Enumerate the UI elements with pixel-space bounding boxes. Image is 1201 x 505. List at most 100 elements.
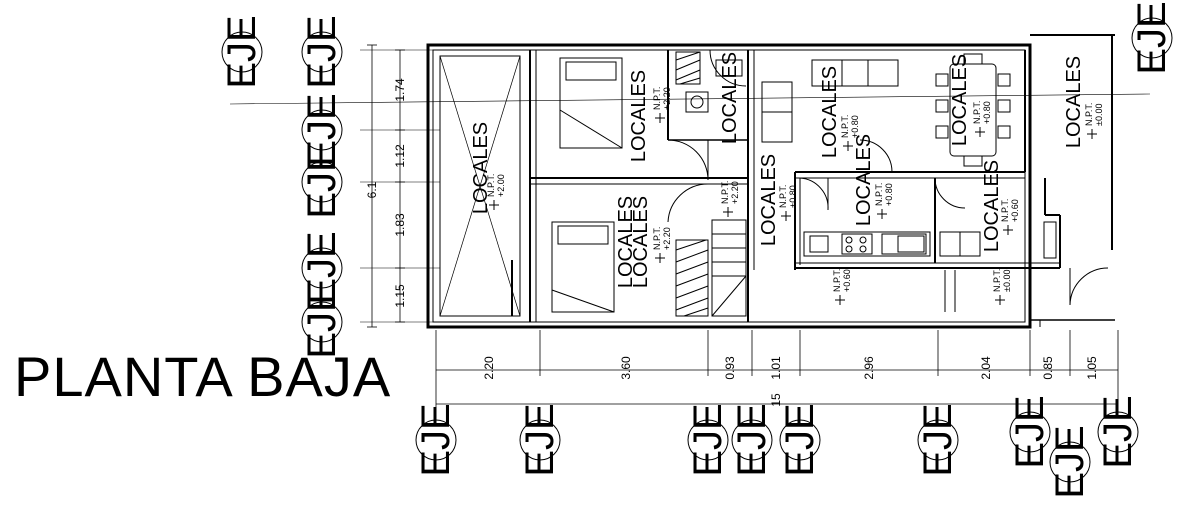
- outer-walls: [426, 34, 1115, 329]
- axis-marker-text: EJE: [1048, 425, 1092, 498]
- axis-marker-bottom-9: EJE: [1096, 395, 1140, 468]
- axis-marker-left-d: EJE: [300, 145, 344, 218]
- axis-marker-text: EJE: [686, 403, 730, 476]
- dining-table: [935, 53, 1011, 167]
- vdim-total: 6.1: [365, 181, 379, 198]
- room-label-upper-bedroom: LOCALES: [628, 70, 650, 162]
- npt-code: N.P.T.: [992, 269, 1002, 292]
- axis-marker-left-b: EJE: [300, 15, 344, 88]
- axis-marker-left-a: EJE: [220, 15, 264, 88]
- room-label-lower-bedroom-2: LOCALES: [630, 196, 652, 288]
- hdim-5: 2.96: [862, 356, 876, 380]
- npt-value: +0.80: [788, 185, 798, 208]
- axis-marker-text: EJE: [1008, 395, 1052, 468]
- level-marker-stair: N.P.T. +2.20: [720, 181, 740, 217]
- room-label-terrace: LOCALES: [470, 122, 492, 214]
- level-marker-corridor: N.P.T. +0.60: [832, 269, 852, 305]
- axis-marker-text: EJE: [1096, 395, 1140, 468]
- axis-marker-bottom-1: EJE: [414, 403, 458, 476]
- axis-marker-text: EJE: [300, 15, 344, 88]
- npt-value: +0.80: [884, 183, 894, 206]
- axis-marker-text: EJE: [1130, 1, 1174, 74]
- npt-value: ±0.00: [1002, 270, 1012, 292]
- npt-value: +0.60: [842, 269, 852, 292]
- hdim-total: 15: [769, 393, 783, 407]
- level-marker-upper-bedroom: N.P.T. +2.20: [652, 87, 672, 123]
- hdim-3: 0.93: [723, 356, 737, 380]
- axis-marker-text: EJE: [414, 403, 458, 476]
- bathroom-fixtures: [685, 59, 743, 113]
- room-label-hall: LOCALES: [758, 154, 780, 246]
- bedroom-furniture: [551, 57, 623, 313]
- level-marker-laundry: N.P.T. +0.60: [1000, 199, 1020, 235]
- vdim-2: 1.12: [393, 144, 407, 168]
- npt-code: N.P.T.: [874, 183, 884, 206]
- level-marker-lower-bedroom: N.P.T. +2.20: [652, 227, 672, 263]
- room-label-kitchen: LOCALES: [853, 134, 875, 226]
- vdim-4: 1.15: [393, 284, 407, 308]
- level-markers: N.P.T. +2.00 N.P.T. +2.20 N.P.T. +2.20 N…: [486, 87, 1104, 305]
- interior-walls: [529, 50, 1061, 322]
- axis-markers: EJE EJE EJE EJE EJE EJE EJE EJE: [220, 1, 1174, 498]
- npt-value: +2.20: [662, 87, 672, 110]
- npt-code: N.P.T.: [1000, 199, 1010, 222]
- axis-marker-left-e: EJE: [300, 231, 344, 304]
- door-swings: [667, 49, 1109, 312]
- axis-marker-text: EJE: [730, 403, 774, 476]
- room-label-lower-bedroom-1: LOCALES: [615, 196, 637, 288]
- level-marker-garage: N.P.T. ±0.00: [1084, 103, 1104, 139]
- hdim-2: 3.60: [619, 356, 633, 380]
- hdim-8: 1.05: [1085, 356, 1099, 380]
- room-label-bath: LOCALES: [719, 52, 741, 144]
- npt-code: N.P.T.: [972, 101, 982, 124]
- level-marker-hall: N.P.T. +0.80: [778, 185, 798, 221]
- level-marker-entrance: N.P.T. ±0.00: [992, 269, 1012, 305]
- horizontal-dimension-labels: 2.20 3.60 0.93 1.01 2.96 2.04 0.85 1.05 …: [482, 356, 1099, 407]
- hdim-1: 2.20: [482, 356, 496, 380]
- npt-value: +2.00: [496, 174, 506, 197]
- axis-marker-bottom-2: EJE: [518, 403, 562, 476]
- axis-marker-bottom-8: EJE: [1048, 425, 1092, 498]
- terrace-void: [439, 55, 521, 317]
- npt-code: N.P.T.: [486, 174, 496, 197]
- npt-value: +2.20: [730, 181, 740, 204]
- axis-marker-right-top: EJE: [1130, 1, 1174, 74]
- axis-marker-text: EJE: [916, 403, 960, 476]
- vdim-3: 1.83: [393, 213, 407, 237]
- room-label-laundry: LOCALES: [981, 160, 1003, 252]
- axis-marker-text: EJE: [300, 93, 344, 166]
- hdim-4: 1.01: [769, 356, 783, 380]
- level-marker-terrace: N.P.T. +2.00: [486, 174, 506, 210]
- horizontal-dimension-chain: [435, 330, 1119, 410]
- npt-value: ±0.00: [1094, 104, 1104, 126]
- npt-value: +2.20: [662, 227, 672, 250]
- axis-marker-left-f: EJE: [300, 285, 344, 358]
- level-marker-living: N.P.T. +0.80: [840, 115, 860, 151]
- npt-value: +0.80: [850, 115, 860, 138]
- room-label-dining: LOCALES: [949, 54, 971, 146]
- level-marker-dining: N.P.T. +0.80: [972, 101, 992, 137]
- npt-value: +0.60: [1010, 199, 1020, 222]
- living-furniture: [761, 59, 899, 143]
- axis-marker-bottom-7: EJE: [1008, 395, 1052, 468]
- level-marker-kitchen: N.P.T. +0.80: [874, 183, 894, 219]
- npt-code: N.P.T.: [778, 185, 788, 208]
- axis-marker-text: EJE: [778, 403, 822, 476]
- vdim-1: 1.74: [393, 78, 407, 102]
- npt-value: +0.80: [982, 101, 992, 124]
- axis-marker-text: EJE: [300, 231, 344, 304]
- vertical-dimension-labels: 1.74 1.12 1.83 1.15 6.1: [365, 78, 407, 308]
- axis-marker-text: EJE: [300, 285, 344, 358]
- room-labels: LOCALES LOCALES LOCALES LOCALES LOCALES …: [470, 52, 1085, 288]
- axis-marker-bottom-6: EJE: [916, 403, 960, 476]
- staircase: [675, 51, 747, 317]
- axis-marker-text: EJE: [518, 403, 562, 476]
- vertical-dimension-chain: [367, 44, 405, 328]
- axis-marker-left-c: EJE: [300, 93, 344, 166]
- axis-marker-text: EJE: [300, 145, 344, 218]
- npt-code: N.P.T.: [652, 87, 662, 110]
- axis-marker-text: EJE: [220, 15, 264, 88]
- room-label-garage: LOCALES: [1063, 56, 1085, 148]
- axis-marker-bottom-3: EJE: [686, 403, 730, 476]
